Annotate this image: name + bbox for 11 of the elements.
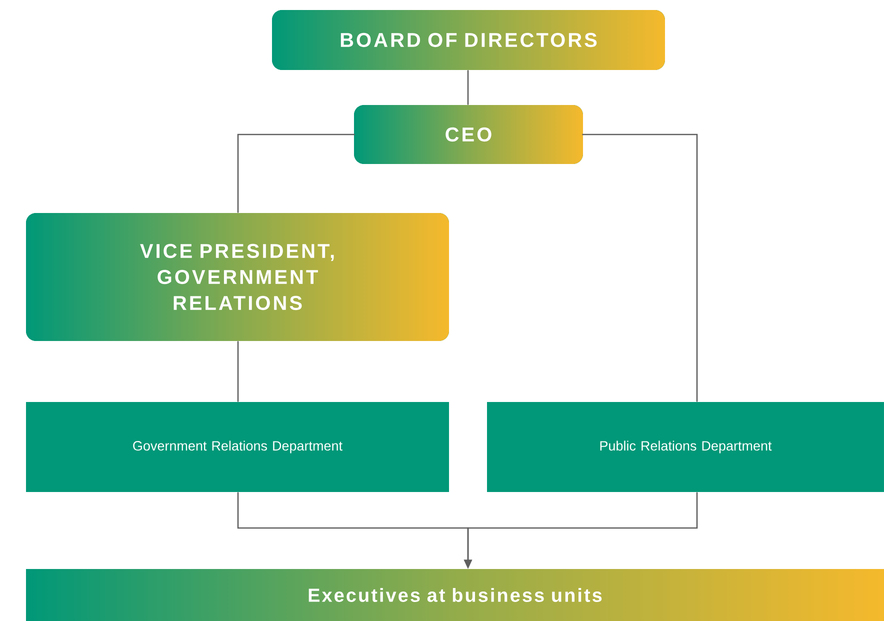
department-box: Government Relations Department — [26, 402, 449, 492]
connector — [467, 70, 469, 105]
title-box: CEO — [354, 105, 583, 164]
department-box: Public Relations Department — [487, 402, 884, 492]
title-box: VICE PRESIDENT, GOVERNMENT RELATIONS — [26, 213, 449, 341]
title-box: BOARD OF DIRECTORS — [272, 10, 665, 70]
connector — [237, 341, 239, 402]
banner: Executives at business units — [26, 569, 884, 621]
connector — [237, 134, 355, 213]
node-label: Executives at business units — [308, 588, 602, 602]
connector — [582, 134, 698, 402]
